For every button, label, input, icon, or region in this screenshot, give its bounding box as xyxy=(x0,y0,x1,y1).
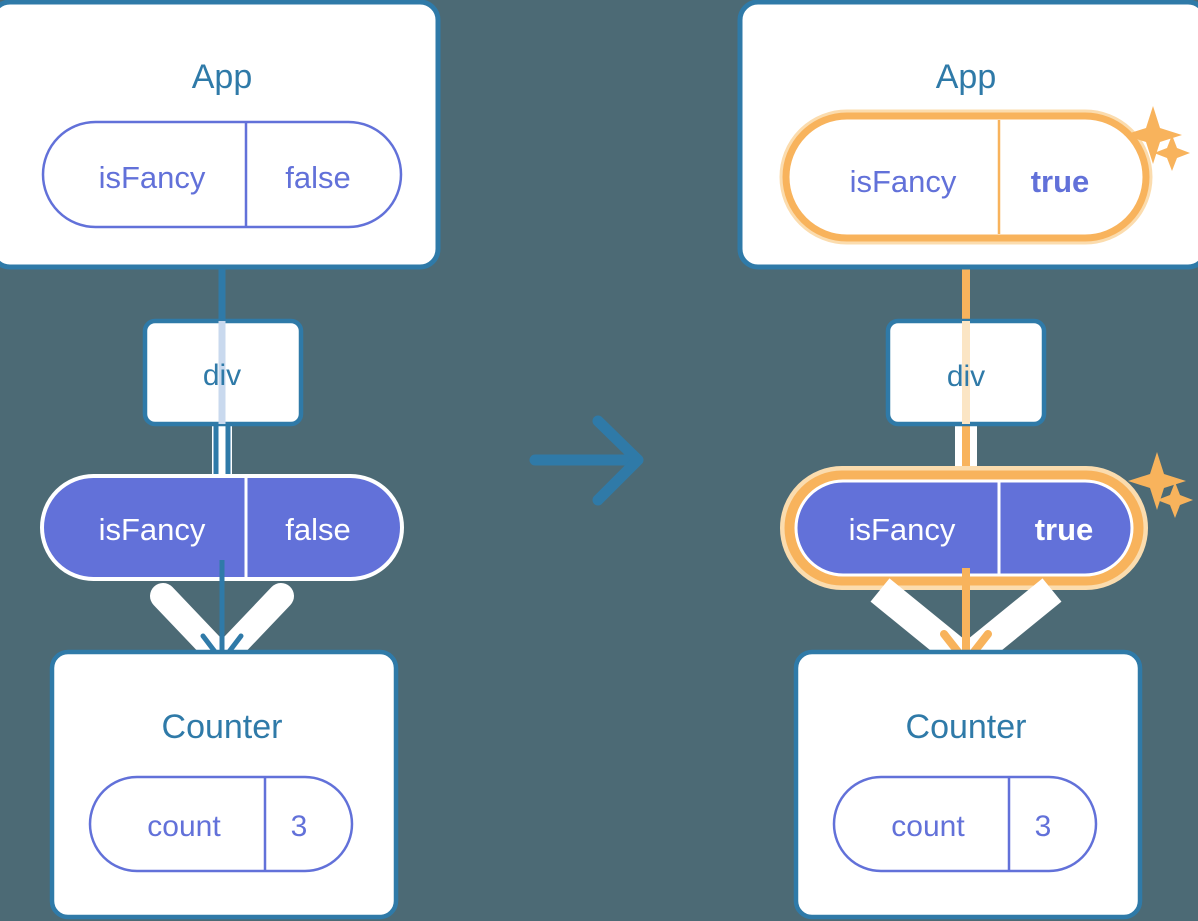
counter-box-title-after: Counter xyxy=(906,708,1027,746)
sparkle-large-icon-2 xyxy=(1128,452,1186,510)
app-state-pill-value-after: true xyxy=(1031,164,1090,199)
app-state-pill-name-after: isFancy xyxy=(850,164,957,199)
sparkle-small-icon xyxy=(1154,135,1190,171)
sparkles-icon-prop xyxy=(1128,452,1193,518)
counter-state-pill-after: count 3 xyxy=(832,775,1098,873)
app-state-pill-name: isFancy xyxy=(99,160,206,195)
counter-state-pill-shape xyxy=(88,775,354,873)
prop-pill-value: false xyxy=(285,512,350,547)
right-arrow-icon xyxy=(529,415,644,506)
sparkle-large-icon xyxy=(1124,106,1182,164)
counter-state-pill-shape-after xyxy=(832,775,1098,873)
prop-pill-name: isFancy xyxy=(99,512,206,547)
div-box-after: div xyxy=(885,318,1047,427)
app-state-pill-shape xyxy=(41,120,403,229)
counter-state-pill-name-after: count xyxy=(891,810,965,843)
app-state-pill-ring xyxy=(782,112,1150,242)
transition-arrow-head xyxy=(592,415,644,506)
div-box: div xyxy=(142,318,304,427)
counter-box-title: Counter xyxy=(162,708,283,746)
app-box-title-after: App xyxy=(936,58,997,96)
app-state-pill-after: isFancy true xyxy=(779,109,1153,245)
panel-before: App isFancy false div isFancy false xyxy=(0,0,441,920)
counter-box-after: Counter count 3 xyxy=(793,649,1143,920)
panel-after: App isFancy true div xyxy=(737,0,1198,920)
counter-state-pill-value: 3 xyxy=(291,810,308,843)
counter-state-pill: count 3 xyxy=(88,775,354,873)
prop-pill-after: isFancy true xyxy=(780,466,1148,590)
counter-state-pill-name: count xyxy=(147,810,221,843)
div-box-label-after: div xyxy=(947,360,985,393)
app-box-title: App xyxy=(192,58,253,96)
counter-box: Counter count 3 xyxy=(49,649,399,920)
app-state-pill: isFancy false xyxy=(41,120,403,229)
sparkle-small-icon-2 xyxy=(1157,482,1193,518)
prop-pill-value-after: true xyxy=(1035,512,1094,547)
prop-pill-name-after: isFancy xyxy=(849,512,956,547)
counter-state-pill-value-after: 3 xyxy=(1035,810,1052,843)
sparkles-icon-app xyxy=(1124,106,1190,171)
app-state-pill-value: false xyxy=(285,160,350,195)
div-box-label: div xyxy=(203,359,241,392)
